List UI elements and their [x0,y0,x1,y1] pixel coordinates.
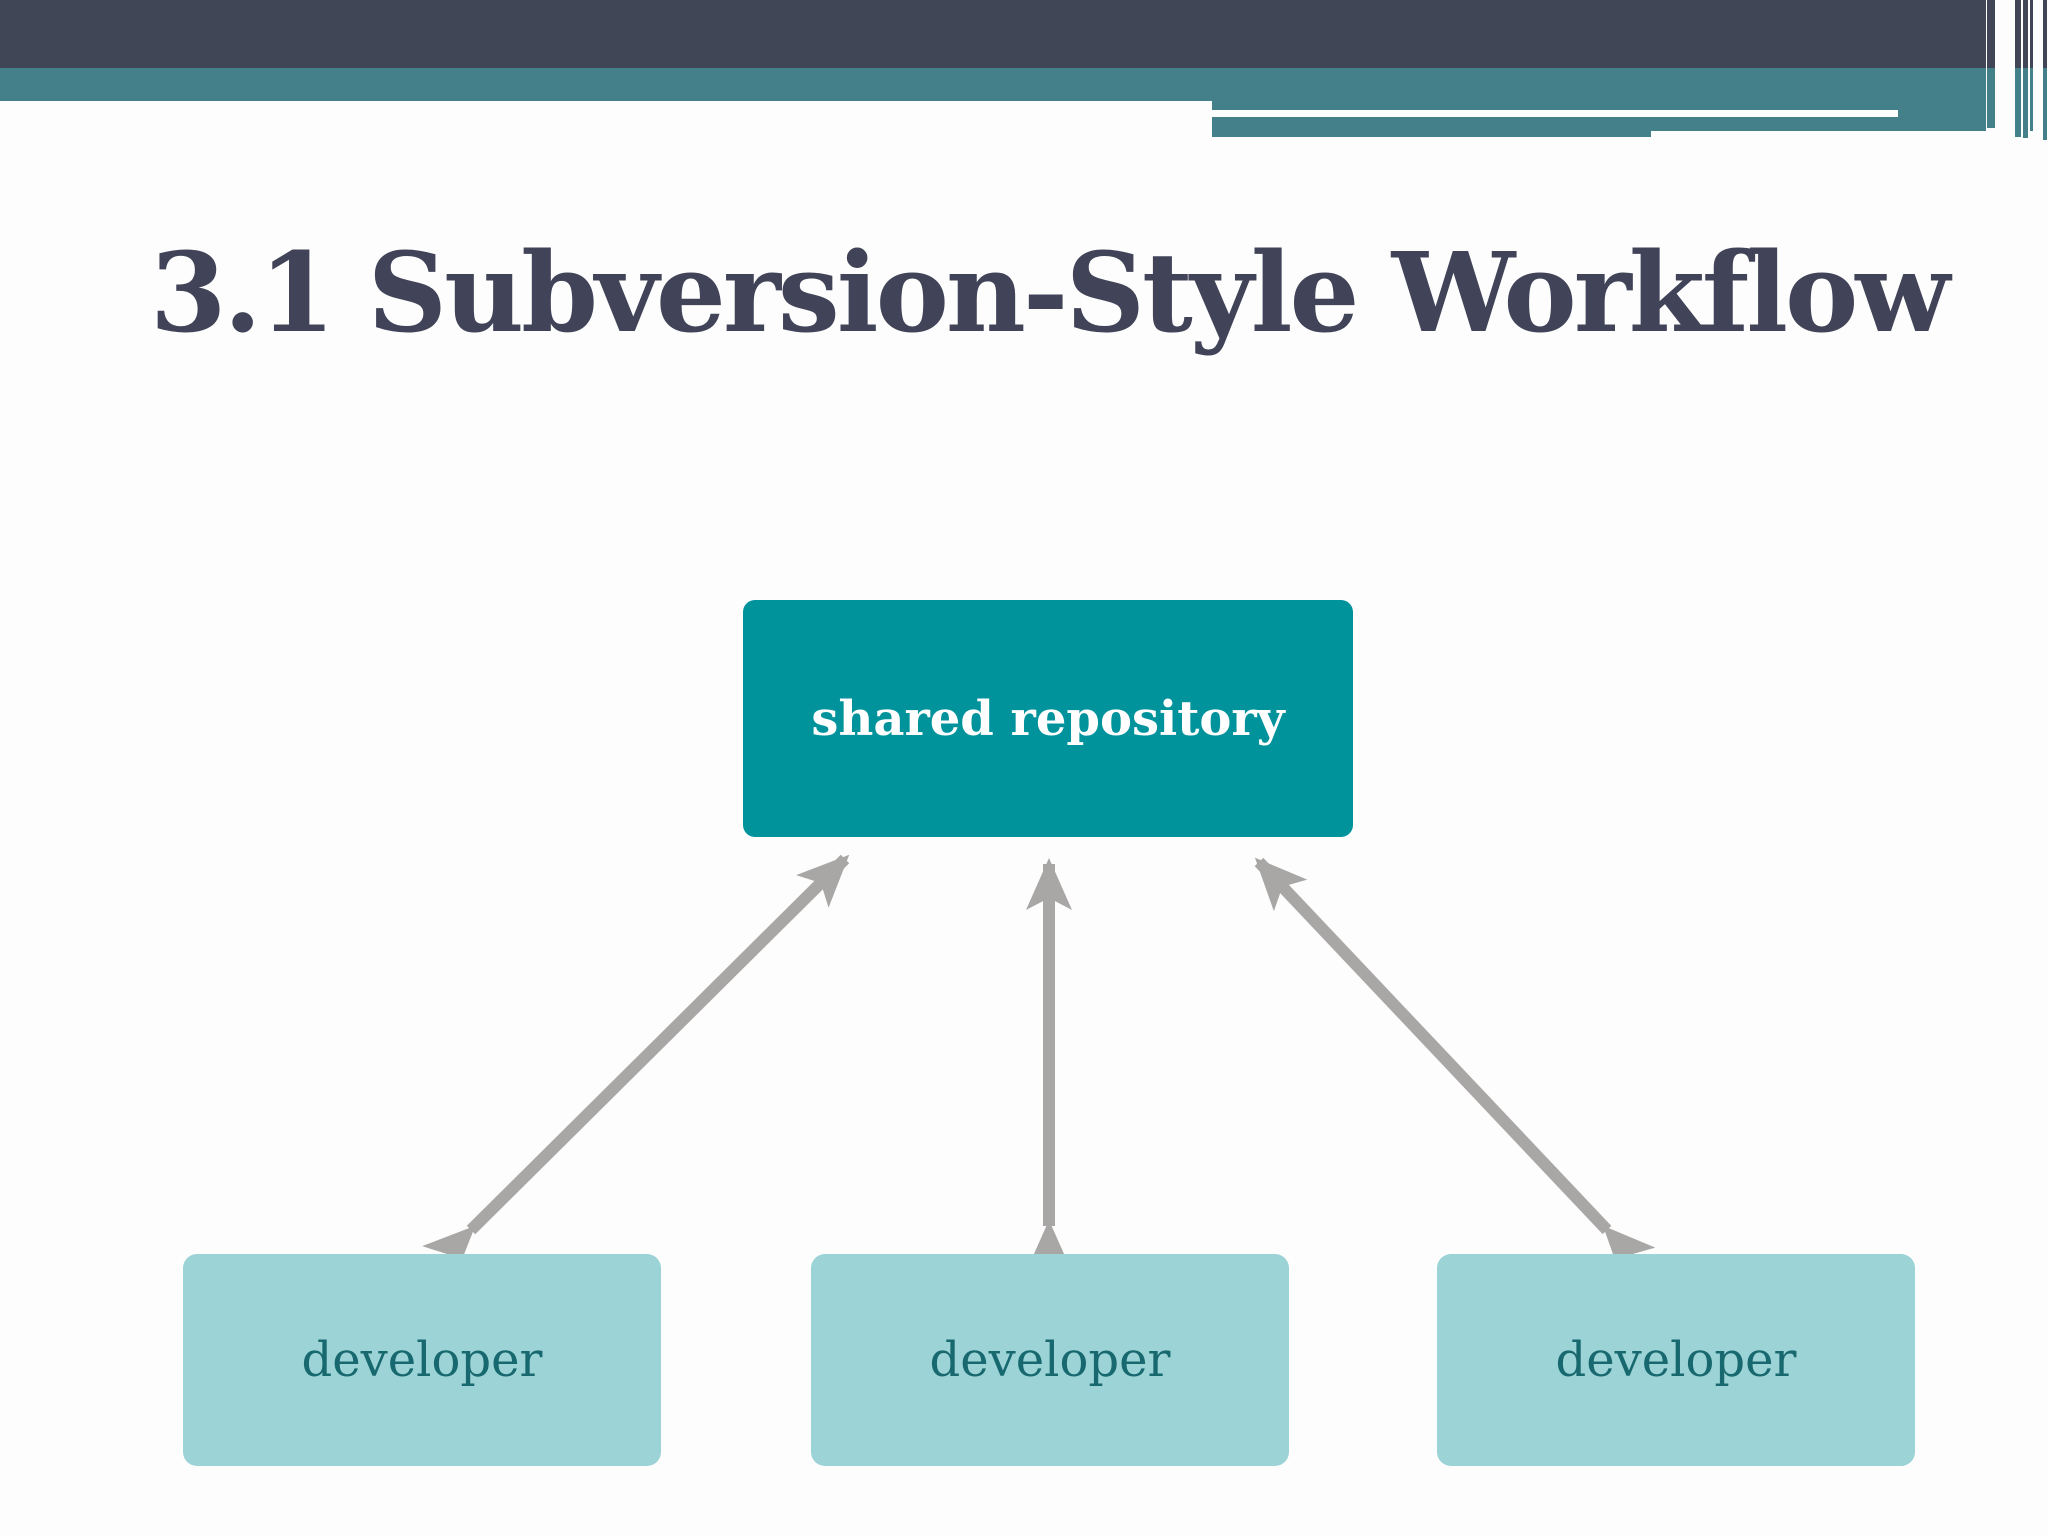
header-white-stripe [1212,110,1898,117]
header-navy-bar [0,0,1986,68]
header-teal-extension-lower [1212,131,1651,137]
developer-label: developer [1555,1332,1797,1388]
header-teal-bar [0,68,1986,101]
header-edge-stripe [2030,0,2033,131]
header-edge-stripe [1987,0,1995,128]
sync-arrow-right [1254,857,1656,1280]
developer-label: developer [929,1332,1171,1388]
developer-box-1: developer [183,1254,661,1466]
header-edge-stripe [2043,0,2047,140]
developer-box-3: developer [1437,1254,1915,1466]
header-edge-stripe [2015,0,2021,137]
developer-label: developer [301,1332,543,1388]
developer-box-2: developer [811,1254,1289,1466]
shared-repository-box: shared repository [743,600,1353,837]
header-edge-stripe [2023,0,2028,138]
sync-arrow-left [422,854,850,1279]
slide-title: 3.1 Subversion-Style Workflow [150,228,1950,357]
shared-repository-label: shared repository [811,690,1285,747]
